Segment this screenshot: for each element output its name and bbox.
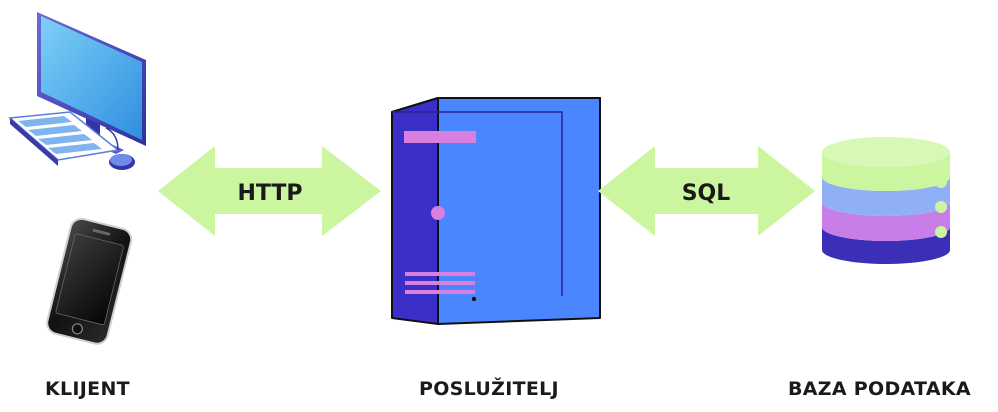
- sql-label: SQL: [682, 181, 731, 206]
- smartphone-icon: [46, 217, 133, 345]
- database-caption: BAZA PODATAKA: [788, 378, 971, 400]
- client-caption: KLIJENT: [45, 378, 130, 400]
- database-icon: [822, 137, 950, 264]
- server-caption: POSLUŽITELJ: [419, 378, 559, 400]
- server-tower-icon: [391, 97, 601, 325]
- http-double-arrow: HTTP: [158, 146, 381, 236]
- desktop-computer-icon: [8, 12, 146, 170]
- sql-double-arrow: SQL: [598, 146, 815, 236]
- http-label: HTTP: [237, 181, 302, 206]
